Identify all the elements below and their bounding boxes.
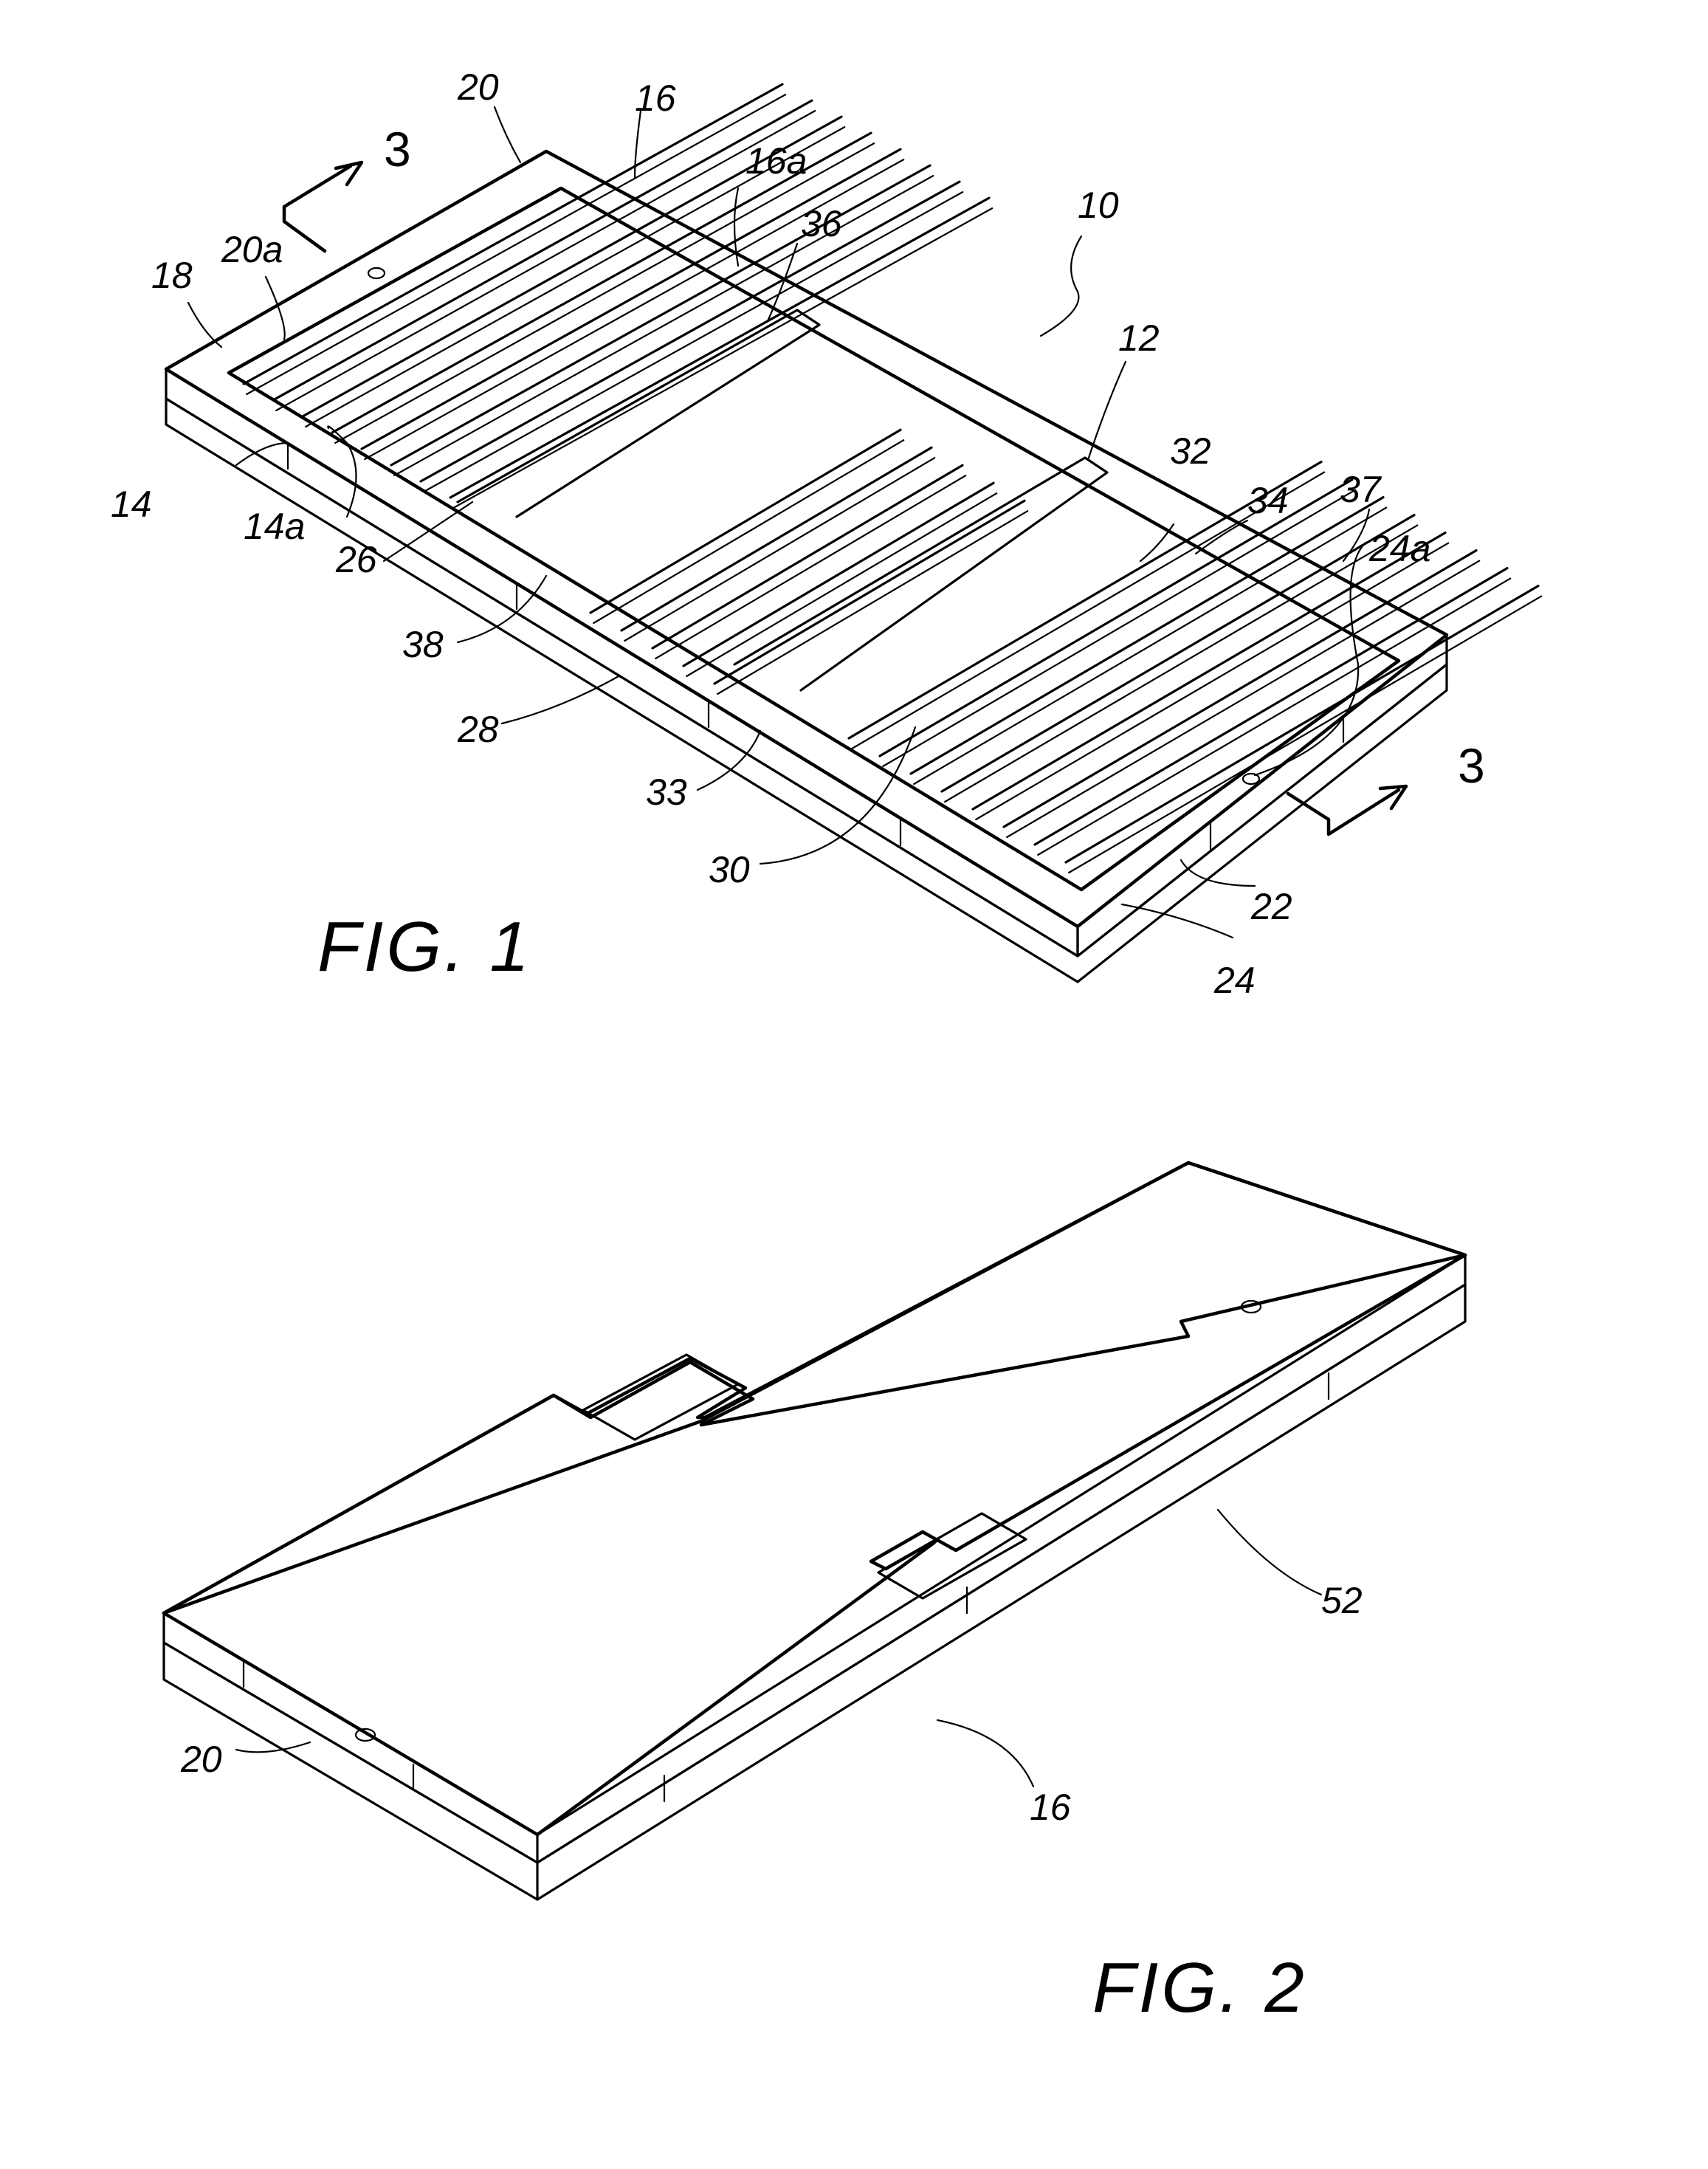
- fig1-label-24a: 24a: [1368, 528, 1430, 569]
- fig1-caption: FIG. 1: [317, 907, 532, 986]
- fig1-label-24: 24: [1213, 960, 1256, 1001]
- figure-1-tray-perspective: 20 16 16a 36 10 12 32 34 37 24a 20a 18 1…: [111, 66, 1541, 1001]
- fig2-top-layer-right: [537, 1255, 1465, 1863]
- fig1-label-20: 20: [457, 66, 499, 108]
- fig1-section-arrow-right: [1288, 786, 1406, 834]
- fig1-label-34: 34: [1247, 480, 1289, 521]
- figure-2-covered-tray: 52 16 20 FIG. 2: [164, 1163, 1465, 2027]
- fig1-label-30: 30: [709, 849, 750, 890]
- fig1-top-layer-front: [166, 369, 1078, 956]
- fig1-channel-line: [593, 440, 903, 623]
- fig2-slot-lower: [878, 1513, 1026, 1598]
- fig1-channel-line: [683, 483, 994, 666]
- fig1-label-16a: 16a: [745, 140, 807, 182]
- fig1-label-33: 33: [646, 771, 687, 813]
- fig1-channel-line: [655, 475, 965, 659]
- fig2-slot-upper: [583, 1355, 738, 1440]
- fig2-leaders: [236, 1510, 1321, 1787]
- fig1-label-37: 37: [1340, 469, 1382, 510]
- fig1-channel-line: [394, 176, 933, 475]
- fig1-channel-line: [590, 430, 901, 613]
- fig1-divider-26: [458, 310, 819, 517]
- fig1-channel-line: [1069, 597, 1541, 873]
- fig2-cover-sheet-52: [164, 1163, 1465, 1613]
- fig2-label-20: 20: [180, 1739, 222, 1780]
- fig1-channel-line: [424, 192, 963, 492]
- fig2-seam-marks: [244, 1373, 1329, 1801]
- fig1-hole-left: [368, 268, 385, 278]
- fig1-channel-line: [717, 511, 1027, 694]
- fig2-cover-outline: [164, 1163, 1465, 1835]
- fig1-label-10: 10: [1078, 185, 1119, 226]
- fig1-section-label-bottom: 3: [1458, 738, 1485, 793]
- fig1-label-20a: 20a: [221, 229, 283, 270]
- fig1-channel-line: [453, 208, 992, 508]
- fig1-label-14a: 14a: [244, 506, 305, 547]
- fig1-channel-line: [621, 447, 932, 630]
- fig1-channel-line: [714, 501, 1025, 684]
- fig1-label-38: 38: [402, 624, 444, 665]
- fig1-channel-line: [1038, 579, 1510, 855]
- fig1-label-18: 18: [151, 255, 193, 296]
- fig1-label-36: 36: [801, 203, 842, 244]
- fig1-channel-line: [335, 143, 874, 443]
- fig1-label-26: 26: [335, 539, 377, 580]
- fig1-label-16: 16: [635, 78, 676, 119]
- fig1-channel-line: [973, 533, 1445, 809]
- fig2-label-16: 16: [1030, 1787, 1071, 1828]
- fig1-label-32: 32: [1170, 430, 1211, 472]
- fig1-channel-line: [624, 458, 934, 641]
- fig1-section-arrow-left: [284, 162, 362, 251]
- fig1-channel-line: [247, 94, 785, 394]
- fig2-label-52: 52: [1321, 1580, 1363, 1621]
- fig1-channel-line: [942, 515, 1414, 791]
- fig1-leaders: [188, 107, 1369, 938]
- fig1-label-14: 14: [111, 484, 152, 525]
- fig2-caption: FIG. 2: [1092, 1948, 1307, 2027]
- fig1-channel-line: [1066, 586, 1538, 862]
- fig2-top-layer-front: [164, 1613, 537, 1863]
- fig1-label-28: 28: [457, 709, 499, 750]
- fig1-section-label-top: 3: [384, 122, 411, 176]
- fig1-label-12: 12: [1118, 317, 1160, 359]
- fig1-label-22: 22: [1250, 886, 1292, 927]
